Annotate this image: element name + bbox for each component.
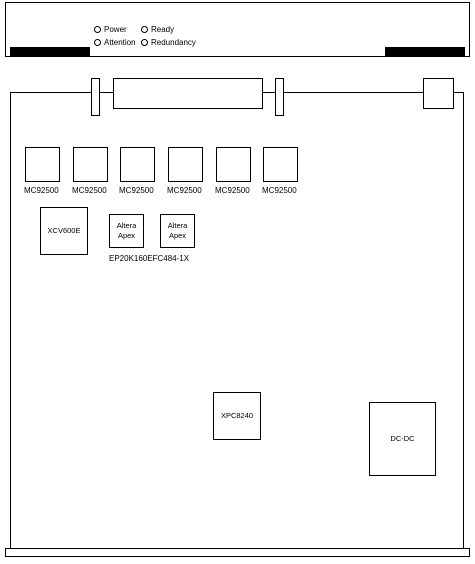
led-power-label: Power — [104, 25, 127, 34]
apex-chip-2-line1: Altera — [167, 221, 188, 230]
faceplate-rail-left — [10, 47, 90, 57]
led-attention-icon — [94, 39, 101, 47]
faceplate-rail-right — [385, 47, 465, 57]
apex-part-label: EP20K160EFC484-1X — [109, 254, 190, 263]
power-module: DC-DC — [369, 402, 436, 476]
dsp-chip-4 — [168, 147, 203, 182]
dsp-chip-6 — [263, 147, 298, 182]
connector-pin-right — [275, 78, 284, 116]
led-ready: Ready — [141, 25, 174, 35]
led-attention: Attention — [94, 38, 136, 48]
dsp-label-2: MC92500 — [72, 186, 107, 195]
led-ready-icon — [141, 26, 148, 34]
processor-label: XPC8240 — [220, 411, 254, 420]
led-power: Power — [94, 25, 127, 35]
backplane-connector — [113, 78, 263, 109]
apex-chip-2: Altera Apex — [160, 214, 195, 248]
processor-chip: XPC8240 — [213, 392, 261, 440]
led-redundancy-icon — [141, 39, 148, 47]
led-ready-label: Ready — [151, 25, 175, 34]
fpga-label: XCV600E — [47, 226, 81, 235]
apex-chip-2-line2: Apex — [168, 231, 187, 240]
apex-chip-2-text: Altera Apex — [161, 221, 194, 241]
bottom-rail — [5, 548, 470, 557]
dsp-label-1: MC92500 — [24, 186, 59, 195]
apex-chip-1-line1: Altera — [116, 221, 137, 230]
led-redundancy-label: Redundancy — [151, 38, 196, 47]
corner-connector — [423, 78, 454, 109]
led-redundancy: Redundancy — [141, 38, 196, 48]
apex-chip-1: Altera Apex — [109, 214, 144, 248]
connector-pin-left — [91, 78, 100, 116]
apex-chip-1-text: Altera Apex — [110, 221, 143, 241]
apex-chip-1-line2: Apex — [117, 231, 136, 240]
dsp-chip-2 — [73, 147, 108, 182]
dsp-label-6: MC92500 — [262, 186, 297, 195]
fpga-chip: XCV600E — [40, 207, 88, 255]
dsp-chip-1 — [25, 147, 60, 182]
dsp-label-5: MC92500 — [215, 186, 250, 195]
dsp-label-4: MC92500 — [167, 186, 202, 195]
led-power-icon — [94, 26, 101, 34]
led-attention-label: Attention — [104, 38, 136, 47]
dsp-chip-5 — [216, 147, 251, 182]
power-module-label: DC-DC — [390, 434, 415, 443]
dsp-label-3: MC92500 — [119, 186, 154, 195]
dsp-chip-3 — [120, 147, 155, 182]
